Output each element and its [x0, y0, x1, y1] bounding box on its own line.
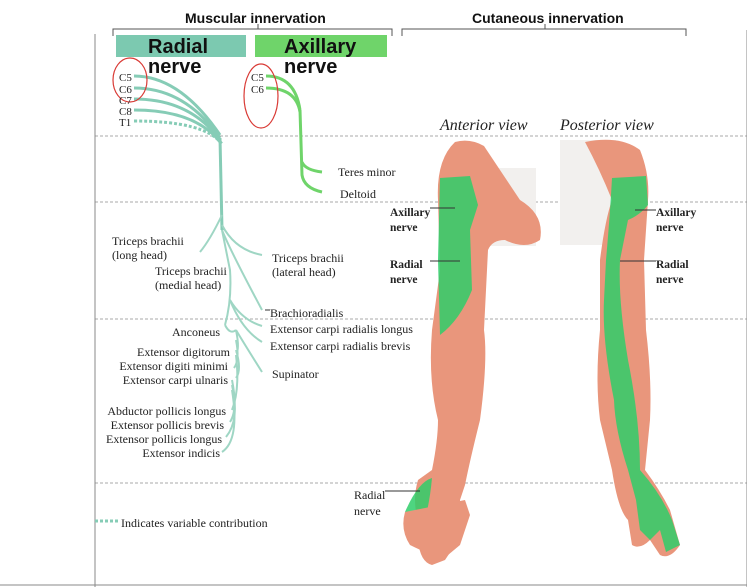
axillary-nerve-box: [255, 35, 387, 57]
label-anconeus: Anconeus: [172, 325, 220, 339]
posterior-view-title: Posterior view: [560, 117, 654, 134]
radial-root-c6: C6: [119, 84, 132, 96]
muscular-innervation-header: Muscular innervation: [185, 10, 326, 26]
label-supinator: Supinator: [272, 367, 319, 381]
label-teres-minor: Teres minor: [338, 165, 396, 179]
axillary-root-c5: C5: [251, 72, 264, 84]
leader-lines: [265, 207, 656, 492]
label-deltoid: Deltoid: [340, 187, 376, 201]
label-extensor-carpi-radialis-longus: Extensor carpi radialis longus: [270, 322, 413, 336]
cutaneous-innervation-header: Cutaneous innervation: [472, 10, 624, 26]
radial-branch-lines: [199, 214, 263, 453]
radial-root-c8: C8: [119, 106, 132, 118]
radial-nerve-box: [116, 35, 246, 57]
radial-nerve-title: Radial nerve: [148, 36, 209, 78]
label-extensor-carpi-ulnaris: Extensor carpi ulnaris: [122, 373, 228, 387]
posterior-axillary-label: Axillary nerve: [656, 207, 697, 234]
t1-variable-line: [133, 119, 224, 145]
frame-lines: [0, 30, 747, 587]
label-brachioradialis: Brachioradialis: [270, 306, 344, 320]
hand-radial-label: Radial nerve: [354, 488, 386, 518]
label-extensor-digitorum: Extensor digitorum: [137, 345, 230, 359]
label-triceps-medial-head: Triceps brachii (medial head): [155, 264, 227, 292]
radial-root-c7: C7: [119, 95, 132, 107]
axillary-root-annotation-circle: [243, 63, 279, 129]
anterior-axillary-label: Axillary nerve: [390, 207, 431, 234]
axillary-lines: [265, 74, 323, 194]
label-triceps-lateral-head: Triceps brachii (lateral head): [272, 251, 344, 279]
label-extensor-digiti-minimi: Extensor digiti minimi: [119, 359, 228, 373]
label-extensor-indicis: Extensor indicis: [142, 446, 220, 460]
label-abductor-pollicis-longus: Abductor pollicis longus: [107, 404, 226, 418]
legend-text: Indicates variable contribution: [121, 516, 268, 530]
axillary-root-c6: C6: [251, 84, 264, 96]
radial-root-c5: C5: [119, 72, 132, 84]
posterior-arm-illustration: [560, 139, 680, 557]
radial-root-t1: T1: [119, 117, 132, 129]
label-extensor-carpi-radialis-brevis: Extensor carpi radialis brevis: [270, 339, 411, 353]
label-extensor-pollicis-longus: Extensor pollicis longus: [106, 432, 222, 446]
posterior-radial-label: Radial nerve: [656, 259, 689, 286]
radial-root-annotation-circle: [112, 57, 148, 103]
anterior-view-title: Anterior view: [440, 117, 528, 134]
label-triceps-long-head: Triceps brachii (long head): [112, 234, 184, 262]
header-brackets: [112, 24, 687, 36]
anterior-arm-illustration: [403, 140, 541, 565]
label-extensor-pollicis-brevis: Extensor pollicis brevis: [110, 418, 224, 432]
radial-trunk: [218, 137, 224, 231]
anterior-radial-label: Radial nerve: [390, 259, 423, 286]
axillary-nerve-title: Axillary nerve: [284, 36, 357, 78]
